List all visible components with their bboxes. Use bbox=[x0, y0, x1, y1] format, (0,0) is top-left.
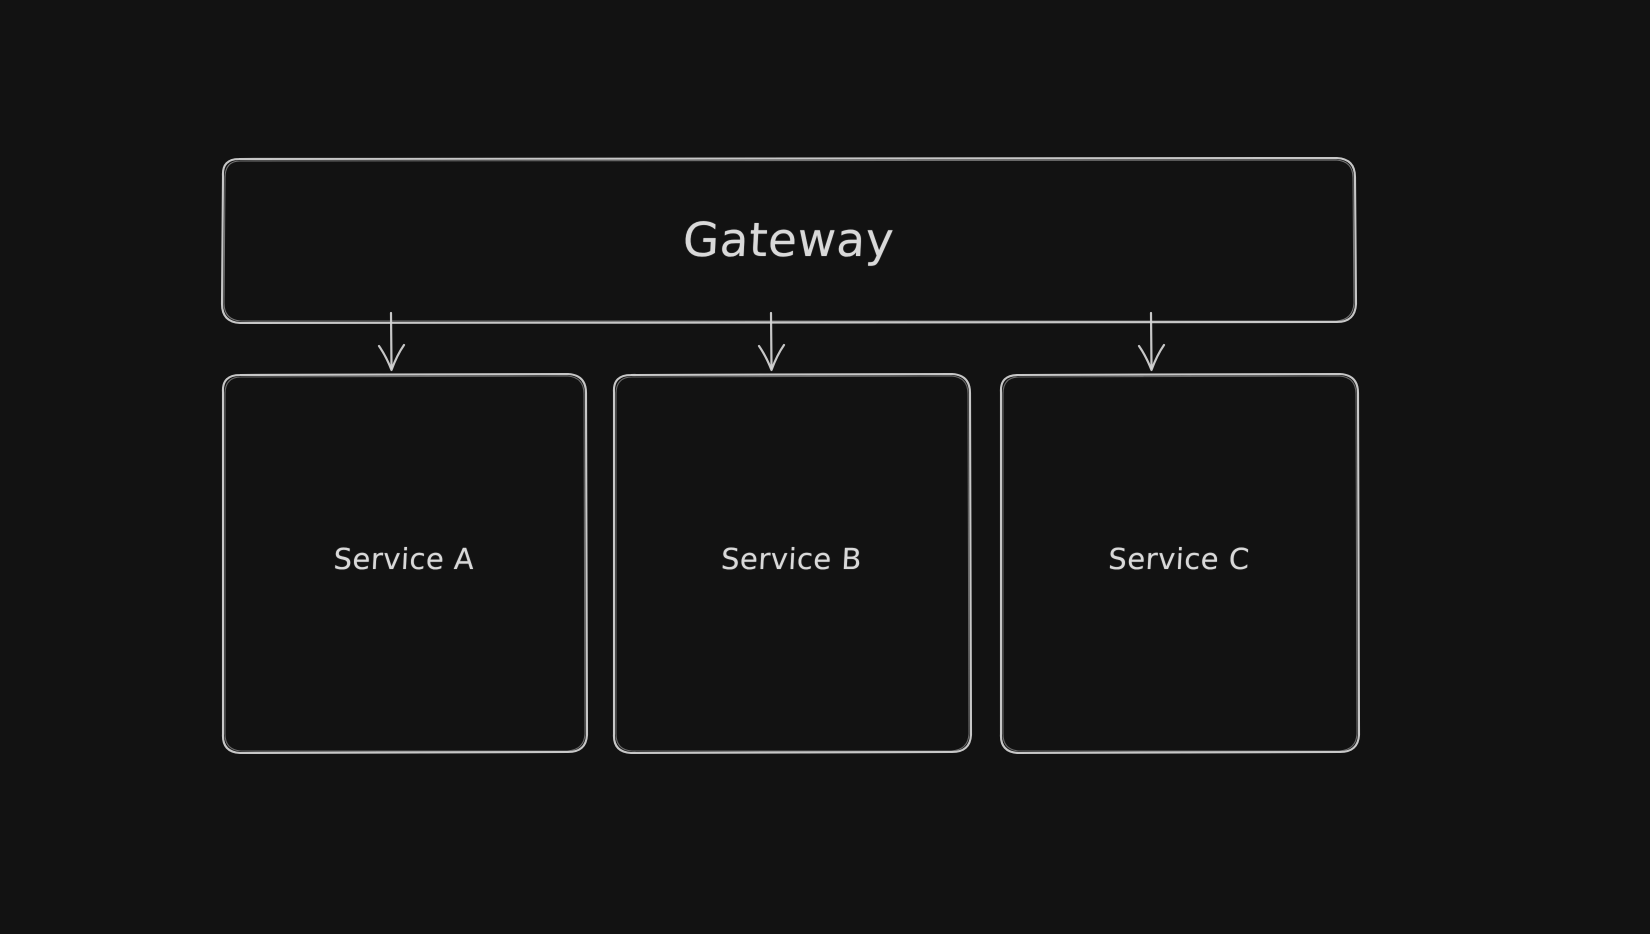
service-b-box-outline-2 bbox=[615, 375, 970, 752]
gateway-box[interactable] bbox=[220, 156, 1358, 325]
service-a-box-outline-1 bbox=[221, 372, 589, 755]
arrow-gateway-to-service-b-head bbox=[757, 343, 786, 372]
arrow-gateway-to-service-c-head bbox=[1137, 343, 1166, 372]
gateway-box-outline-2 bbox=[223, 159, 1355, 322]
service-b-node[interactable] bbox=[613, 374, 970, 753]
service-c-node[interactable] bbox=[1000, 374, 1358, 753]
arrow-gateway-to-service-b bbox=[757, 311, 786, 372]
arrow-gateway-to-service-c bbox=[1137, 311, 1166, 372]
arrow-gateway-to-service-a-head bbox=[377, 343, 406, 372]
service-c-box-outline-1 bbox=[999, 372, 1361, 755]
service-c-box[interactable] bbox=[999, 372, 1361, 755]
gateway-node[interactable] bbox=[222, 158, 1355, 323]
arrow-gateway-to-service-b-shaft bbox=[769, 311, 773, 370]
service-b-box-outline-1 bbox=[612, 372, 973, 755]
gateway-box-outline-1 bbox=[220, 156, 1358, 325]
service-a-box-outline-2 bbox=[224, 375, 586, 752]
service-c-box-outline-2 bbox=[1002, 375, 1358, 752]
service-b-box[interactable] bbox=[612, 372, 973, 755]
service-a-node[interactable] bbox=[222, 374, 586, 753]
service-a-box[interactable] bbox=[221, 372, 589, 755]
arrow-gateway-to-service-c-shaft bbox=[1149, 311, 1153, 370]
arrow-gateway-to-service-a-shaft bbox=[389, 311, 393, 370]
arrow-gateway-to-service-a bbox=[377, 311, 406, 372]
